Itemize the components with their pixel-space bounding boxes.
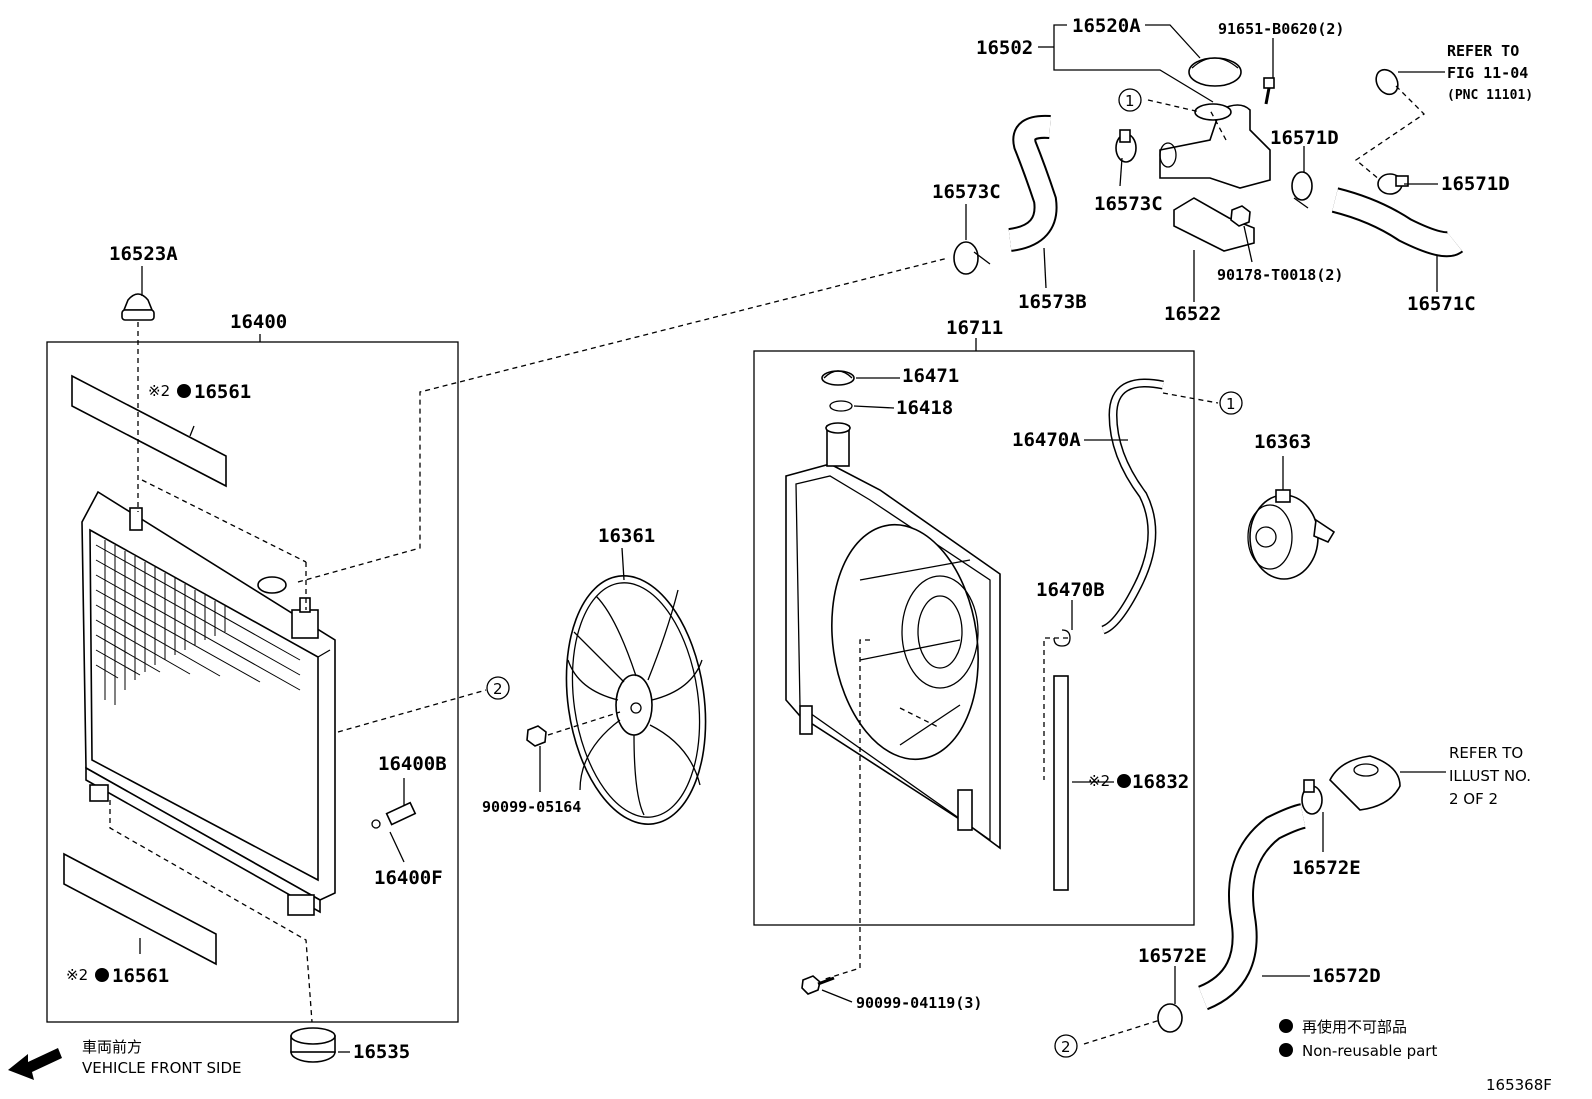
- legend-dot-1: [1279, 1019, 1293, 1033]
- seal-16561-bottom[interactable]: [63, 852, 217, 966]
- hose-16832[interactable]: [1053, 675, 1069, 891]
- hose-16572D[interactable]: [1197, 803, 1306, 1011]
- label-16361: 16361: [598, 525, 655, 547]
- label-91651-B0620: 91651-B0620(2): [1218, 20, 1344, 38]
- label-16571D-left: 16571D: [1270, 127, 1339, 149]
- label-16573C-left: 16573C: [932, 181, 1001, 203]
- gasket-16418[interactable]: [829, 400, 853, 412]
- label-16471: 16471: [902, 365, 959, 387]
- radiator-assembly-frame: [46, 341, 459, 1023]
- label-90099-05164: 90099-05164: [482, 798, 581, 816]
- cushion-16535[interactable]: [290, 1027, 336, 1063]
- clamp-16571D-left[interactable]: [1291, 171, 1313, 209]
- vehicle-front-jp: 車両前方: [82, 1038, 142, 1056]
- label-16572D: 16572D: [1312, 965, 1381, 987]
- drain-cock-16400B[interactable]: [371, 801, 417, 829]
- callout-circle-1-right: 1: [1219, 391, 1243, 415]
- label-16363: 16363: [1254, 431, 1311, 453]
- mark-reuse-16832: ※2: [1088, 772, 1110, 790]
- label-16572E-lower: 16572E: [1138, 945, 1207, 967]
- label-90099-04119: 90099-04119(3): [856, 994, 982, 1012]
- clamp-16573C-left[interactable]: [953, 241, 991, 275]
- label-16561-bottom: 16561: [112, 965, 169, 987]
- label-16470B: 16470B: [1036, 579, 1105, 601]
- leader-lines: [139, 24, 1446, 1053]
- label-16520A: 16520A: [1072, 15, 1141, 37]
- label-16522: 16522: [1164, 303, 1221, 325]
- label-16832: 16832: [1132, 771, 1189, 793]
- cap-16471[interactable]: [821, 370, 855, 386]
- dashed-guides: [109, 85, 1426, 1045]
- nut-90099-05164[interactable]: [526, 725, 547, 747]
- label-16418: 16418: [896, 397, 953, 419]
- water-outlet-ref: [1329, 755, 1401, 811]
- label-16523A: 16523A: [109, 243, 178, 265]
- svg-text:2: 2: [1061, 1038, 1071, 1056]
- hose-stub-ref-11-04: [1375, 68, 1399, 96]
- seal-16561-top[interactable]: [71, 374, 227, 488]
- clip-16470B[interactable]: [1053, 629, 1071, 647]
- label-90178-T0018: 90178-T0018(2): [1217, 266, 1343, 284]
- legend-dot-2: [1279, 1043, 1293, 1057]
- legend-jp: 再使用不可部品: [1302, 1018, 1407, 1036]
- label-16572E-upper: 16572E: [1292, 857, 1361, 879]
- label-16400B: 16400B: [378, 753, 447, 775]
- label-16502: 16502: [976, 37, 1033, 59]
- fan-16361[interactable]: [551, 567, 720, 833]
- label-16470A: 16470A: [1012, 429, 1081, 451]
- ref-fig-line3: (PNC 11101): [1447, 88, 1533, 103]
- label-16571D-right: 16571D: [1441, 173, 1510, 195]
- non-reusable-dot-top: [177, 384, 191, 398]
- cap-16520A[interactable]: [1188, 57, 1242, 87]
- label-16400: 16400: [230, 311, 287, 333]
- cushion-16523A[interactable]: [121, 293, 155, 321]
- label-16711: 16711: [946, 317, 1003, 339]
- fan-shroud-assembly-frame: [753, 350, 1195, 926]
- mark-reuse-top: ※2: [148, 382, 170, 400]
- hose-16571C[interactable]: [1331, 187, 1464, 258]
- bolt-91651-B0620[interactable]: [1263, 77, 1275, 105]
- clamp-16573C-right[interactable]: [1115, 129, 1137, 163]
- non-reusable-dot-bottom: [95, 968, 109, 982]
- clamp-16572E-lower[interactable]: [1157, 1003, 1183, 1033]
- non-reusable-dot-16832: [1117, 774, 1131, 788]
- label-16571C: 16571C: [1407, 293, 1476, 315]
- radiator-part[interactable]: [81, 490, 336, 916]
- ref-fig-line2: FIG 11-04: [1447, 64, 1528, 82]
- svg-text:2: 2: [493, 680, 503, 698]
- label-16400F: 16400F: [374, 867, 443, 889]
- nut-90178-T0018[interactable]: [1230, 205, 1251, 227]
- callout-circle-1-top: 1: [1118, 88, 1142, 112]
- ref-illust-line3: 2 OF 2: [1449, 790, 1498, 808]
- callout-circle-2-bottom: 2: [1054, 1034, 1078, 1058]
- label-16535: 16535: [353, 1041, 410, 1063]
- label-16561-top: 16561: [194, 381, 251, 403]
- vehicle-front-en: VEHICLE FRONT SIDE: [82, 1059, 242, 1077]
- mark-reuse-bottom: ※2: [66, 966, 88, 984]
- callout-circle-2-middle: 2: [486, 676, 510, 700]
- bolt-90099-04119[interactable]: [801, 975, 835, 995]
- bracket-16522[interactable]: [1173, 197, 1255, 252]
- fan-motor-16363[interactable]: [1247, 489, 1336, 580]
- label-16573C-right: 16573C: [1094, 193, 1163, 215]
- ref-illust-line1: REFER TO: [1449, 744, 1523, 762]
- filler-neck-16502[interactable]: [1159, 103, 1271, 189]
- ref-illust-line2: ILLUST NO.: [1449, 767, 1531, 785]
- fan-shroud-16711[interactable]: [785, 422, 1001, 850]
- clamp-16572E-upper[interactable]: [1301, 779, 1323, 815]
- vehicle-front-arrow-icon: [8, 1048, 62, 1080]
- ref-fig-line1: REFER TO: [1447, 42, 1519, 60]
- hose-16573B[interactable]: [1007, 114, 1058, 252]
- svg-text:1: 1: [1226, 395, 1236, 413]
- diagram-id: 165368F: [1486, 1076, 1552, 1094]
- label-16573B: 16573B: [1018, 291, 1087, 313]
- clamp-16571D-right[interactable]: [1377, 173, 1409, 195]
- svg-text:1: 1: [1125, 92, 1135, 110]
- legend-en: Non-reusable part: [1302, 1042, 1437, 1060]
